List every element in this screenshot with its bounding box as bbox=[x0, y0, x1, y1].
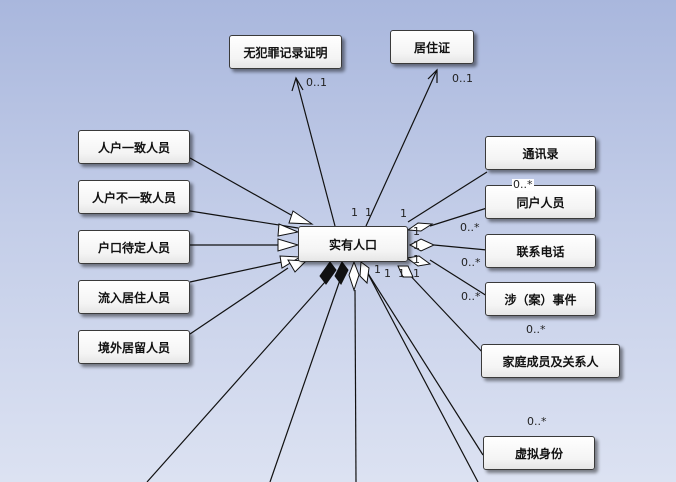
multiplicity-household-source: 1 bbox=[413, 225, 420, 238]
aggregation-diamond-phone bbox=[408, 238, 436, 252]
aggregation-diamond-bottom-4 bbox=[359, 261, 370, 285]
class-label-family: 家庭成员及关系人 bbox=[502, 354, 599, 369]
multiplicity-residence-target: 0..1 bbox=[452, 72, 473, 85]
class-box-center[interactable]: 实有人口 bbox=[298, 226, 408, 262]
link-phone bbox=[433, 244, 488, 251]
multiplicity-family-source: 1 bbox=[413, 267, 420, 280]
multiplicity-family-target: 0..* bbox=[526, 323, 546, 336]
class-label-consistent: 人户一致人员 bbox=[97, 140, 170, 155]
class-box-residence-permit[interactable]: 居住证 bbox=[390, 30, 474, 64]
class-box-household[interactable]: 同户人员 bbox=[485, 185, 596, 219]
class-label-inconsistent: 人户不一致人员 bbox=[91, 190, 176, 205]
class-label-pending: 户口待定人员 bbox=[97, 240, 170, 255]
class-label-contacts: 通讯录 bbox=[522, 146, 559, 161]
link-residence-permit bbox=[365, 69, 438, 227]
link-family bbox=[404, 269, 486, 356]
link-household bbox=[429, 207, 488, 227]
class-box-family[interactable]: 家庭成员及关系人 bbox=[481, 344, 620, 378]
class-box-consistent[interactable]: 人户一致人员 bbox=[78, 130, 190, 164]
link-bottom-1 bbox=[146, 281, 326, 482]
link-bottom-3 bbox=[354, 289, 357, 482]
multiplicity-household-target: 0..* bbox=[460, 221, 480, 234]
link-virtual bbox=[361, 263, 484, 456]
generalization-triangle-1 bbox=[288, 210, 314, 225]
link-criminal-record bbox=[295, 77, 336, 227]
arrowhead-residence-permit bbox=[427, 68, 438, 83]
class-label-phone: 联系电话 bbox=[516, 244, 565, 259]
multiplicity-center-top-a: 1 bbox=[351, 206, 358, 219]
class-box-criminal-record[interactable]: 无犯罪记录证明 bbox=[229, 35, 342, 69]
class-label-household: 同户人员 bbox=[516, 195, 565, 210]
class-box-inconsistent[interactable]: 人户不一致人员 bbox=[78, 180, 190, 214]
link-bottom-2 bbox=[269, 279, 341, 482]
class-label-center: 实有人口 bbox=[328, 237, 377, 252]
aggregation-diamond-family bbox=[397, 265, 414, 278]
multiplicity-incident-target: 0..* bbox=[461, 290, 481, 303]
multiplicity-virtual-source: 1 bbox=[398, 267, 405, 280]
aggregation-diamond-incident bbox=[405, 255, 432, 267]
class-label-virtual: 虚拟身份 bbox=[514, 446, 563, 461]
link-overseas bbox=[189, 267, 289, 335]
arrowhead-criminal-record bbox=[291, 76, 304, 92]
multiplicity-virtual-target: 0..* bbox=[527, 415, 547, 428]
class-box-inflow[interactable]: 流入居住人员 bbox=[78, 280, 190, 314]
multiplicity-contacts-target: 0..* bbox=[512, 178, 534, 191]
multiplicity-phone-target: 0..* bbox=[461, 256, 481, 269]
multiplicity-incident-source: 1 bbox=[413, 253, 420, 266]
link-incident bbox=[429, 259, 488, 297]
generalization-triangle-5 bbox=[287, 259, 308, 273]
class-box-incident[interactable]: 涉（案）事件 bbox=[485, 282, 596, 316]
aggregation-diamond-household bbox=[406, 222, 434, 232]
link-consistent bbox=[189, 157, 301, 221]
class-box-phone[interactable]: 联系电话 bbox=[485, 234, 596, 268]
class-label-residence-permit: 居住证 bbox=[413, 40, 450, 55]
composition-diamond-1 bbox=[319, 261, 337, 285]
class-label-incident: 涉（案）事件 bbox=[504, 292, 577, 307]
multiplicity-bottom-1: 1 bbox=[384, 267, 391, 280]
multiplicity-contacts-source: 1 bbox=[400, 207, 407, 220]
link-bottom-4 bbox=[365, 269, 479, 482]
class-box-pending[interactable]: 户口待定人员 bbox=[78, 230, 190, 264]
class-box-overseas[interactable]: 境外居留人员 bbox=[78, 330, 190, 364]
class-label-overseas: 境外居留人员 bbox=[97, 340, 170, 355]
class-label-criminal-record: 无犯罪记录证明 bbox=[243, 45, 328, 60]
composition-diamond-2 bbox=[334, 261, 349, 285]
generalization-triangle-3 bbox=[277, 238, 300, 252]
multiplicity-bottom-2: 1 bbox=[374, 263, 381, 276]
link-inflow bbox=[189, 261, 283, 283]
multiplicity-center-top-b: 1 bbox=[365, 206, 372, 219]
class-box-virtual[interactable]: 虚拟身份 bbox=[483, 436, 595, 470]
aggregation-diamond-bottom-3 bbox=[348, 260, 360, 292]
generalization-triangle-2 bbox=[277, 223, 300, 237]
multiplicity-criminal-target: 0..1 bbox=[306, 76, 327, 89]
multiplicity-phone-source: 1 bbox=[413, 239, 420, 252]
link-contacts bbox=[407, 171, 488, 223]
class-label-inflow: 流入居住人员 bbox=[97, 290, 170, 305]
class-box-contacts[interactable]: 通讯录 bbox=[485, 136, 596, 170]
